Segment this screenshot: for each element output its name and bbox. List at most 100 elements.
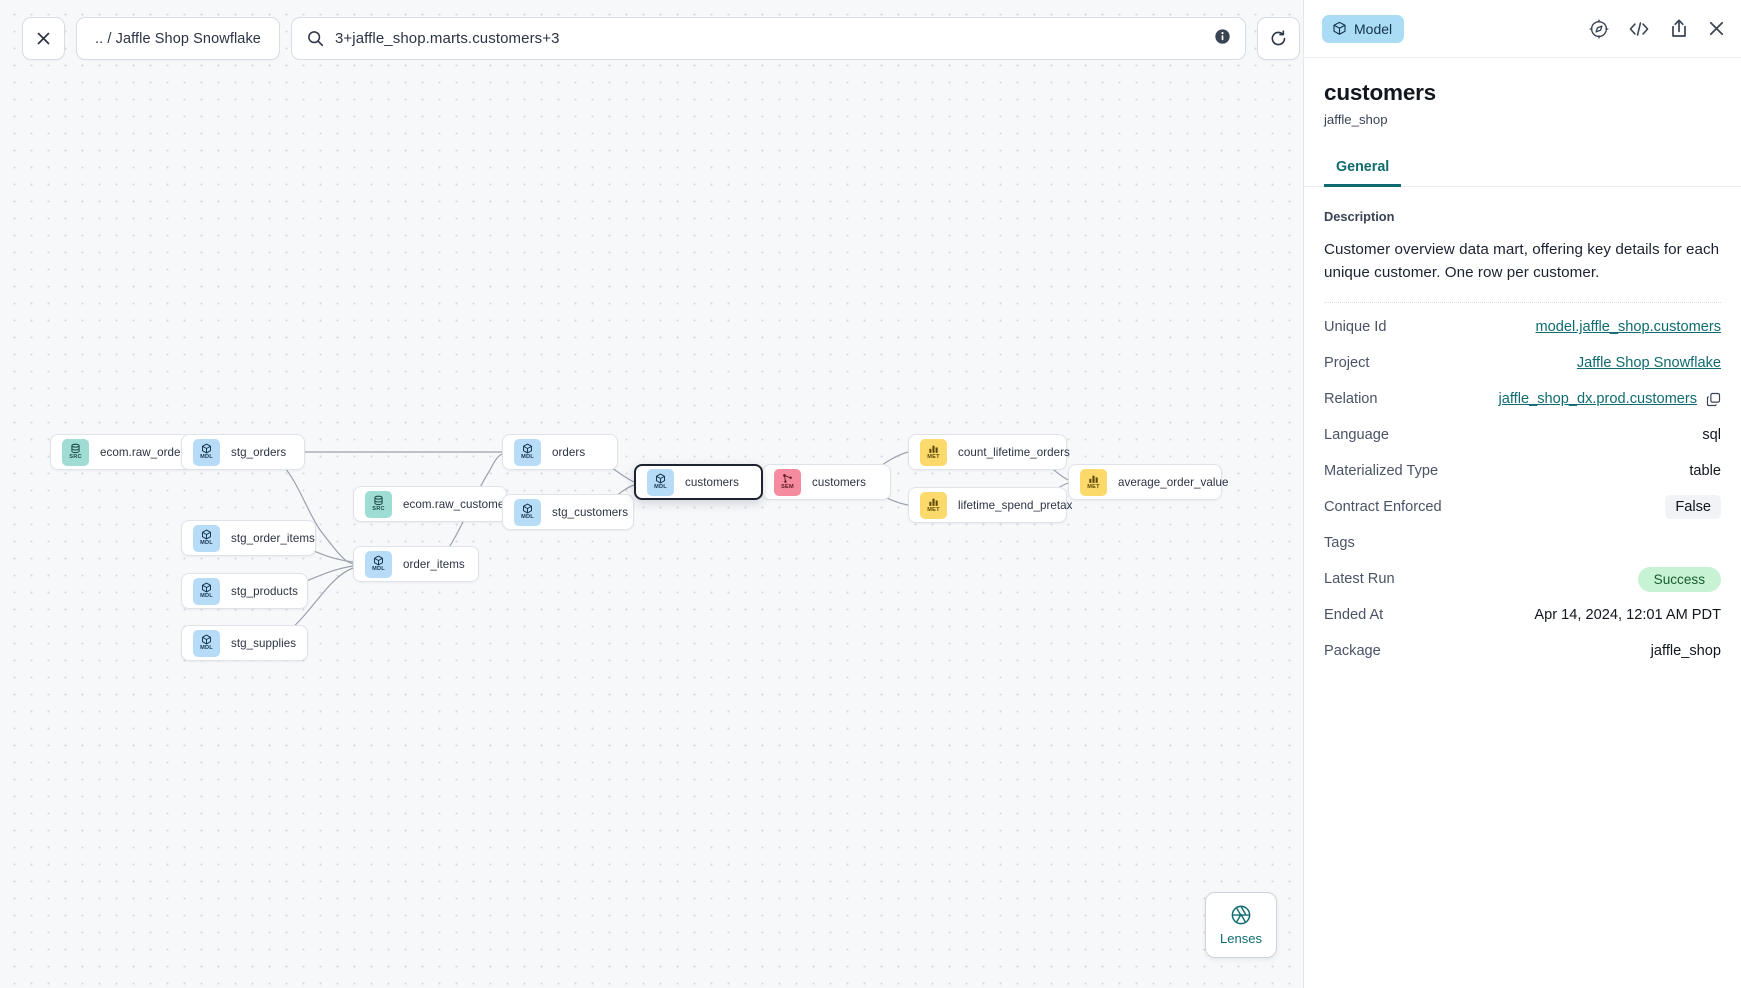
lineage-search[interactable]: 3+jaffle_shop.marts.customers+3 — [290, 17, 1246, 60]
field-value: jaffle_shop — [1650, 643, 1721, 660]
info-icon[interactable] — [1214, 28, 1231, 50]
breadcrumb: .. / Jaffle Shop Snowflake — [95, 30, 261, 47]
node-label: ecom.raw_customers — [403, 497, 515, 511]
refresh-button[interactable] — [1256, 17, 1300, 60]
node-type-badge-mdl-icon: MDL — [193, 524, 220, 552]
lenses-label: Lenses — [1220, 931, 1262, 946]
page-title: customers — [1324, 80, 1436, 105]
node-label: stg_customers — [552, 505, 629, 519]
search-input[interactable]: 3+jaffle_shop.marts.customers+3 — [334, 30, 560, 47]
field-value-wrap: model.jaffle_shop.customers — [1536, 319, 1722, 335]
lineage-node-stg_orders[interactable]: MDL stg_orders — [181, 434, 305, 470]
description-label: Description — [1324, 209, 1395, 224]
node-type-badge-met-icon: MET — [1080, 468, 1107, 496]
node-type-badge-met-icon: MET — [920, 491, 947, 519]
node-label: count_lifetime_orders — [958, 445, 1070, 459]
node-type-badge-src-icon: SRC — [365, 490, 392, 518]
field-value[interactable]: Success — [1637, 566, 1721, 592]
field-value[interactable]: Jaffle Shop Snowflake — [1576, 355, 1721, 372]
page-subtitle: jaffle_shop — [1324, 112, 1388, 127]
panel-title-block: customers jaffle_shop — [1304, 58, 1741, 127]
node-label: order_items — [403, 557, 465, 571]
field-value: Apr 14, 2024, 12:01 AM PDT — [1534, 607, 1721, 624]
node-label: stg_orders — [231, 445, 287, 459]
field-value[interactable]: model.jaffle_shop.customers — [1535, 319, 1722, 336]
close-icon[interactable] — [1708, 20, 1725, 37]
lineage-node-stg_products[interactable]: MDL stg_products — [181, 573, 308, 609]
panel-header: Model — [1304, 0, 1741, 58]
field-row: Relation jaffle_shop_dx.prod.customers — [1324, 381, 1721, 417]
field-key: Tags — [1324, 535, 1355, 552]
node-type-badge-mdl-icon: MDL — [193, 629, 220, 657]
lineage-node-stg_customers[interactable]: MDL stg_customers — [502, 494, 634, 530]
lineage-node-stg_order_items[interactable]: MDL stg_order_items — [181, 520, 316, 556]
field-value-wrap: sql — [1702, 427, 1721, 443]
node-kind-badge[interactable]: Model — [1322, 14, 1405, 43]
canvas-toolbar: .. / Jaffle Shop Snowflake 3+jaffle_shop… — [22, 17, 1300, 60]
node-label: customers — [812, 475, 866, 489]
panel-body: Description Customer overview data mart,… — [1304, 187, 1741, 988]
lineage-node-average_order_value[interactable]: MET average_order_value — [1068, 464, 1228, 500]
field-key: Unique Id — [1324, 319, 1387, 336]
field-value-wrap: Apr 14, 2024, 12:01 AM PDT — [1534, 607, 1721, 623]
field-value-wrap: jaffle_shop — [1651, 643, 1721, 659]
breadcrumb-button[interactable]: .. / Jaffle Shop Snowflake — [76, 17, 280, 60]
node-label: stg_order_items — [231, 531, 315, 545]
lineage-node-order_items[interactable]: MDL order_items — [353, 546, 479, 582]
close-icon — [37, 32, 50, 45]
lineage-node-customers_model[interactable]: MDL customers — [634, 464, 763, 500]
description-text: Customer overview data mart, offering ke… — [1324, 241, 1720, 282]
node-type-badge-src-icon: SRC — [62, 438, 89, 466]
field-value: False — [1665, 495, 1721, 520]
field-row: Tags — [1324, 525, 1721, 561]
node-kind-label: Model — [1354, 20, 1393, 37]
panel-tabs: General — [1304, 153, 1741, 187]
field-value[interactable]: jaffle_shop_dx.prod.customers — [1498, 391, 1697, 408]
lineage-node-stg_supplies[interactable]: MDL stg_supplies — [181, 625, 308, 661]
node-type-badge-met-icon: MET — [920, 438, 947, 466]
lineage-node-customers_semantic[interactable]: SEM customers — [762, 464, 891, 500]
node-type-badge-mdl-icon: MDL — [647, 468, 674, 496]
share-icon[interactable] — [1669, 18, 1689, 39]
lineage-node-count_lifetime_orders[interactable]: MET count_lifetime_orders — [908, 434, 1070, 470]
code-icon[interactable] — [1628, 19, 1650, 39]
field-value-wrap: Success — [1637, 566, 1721, 592]
field-value-wrap: table — [1689, 463, 1721, 479]
explore-icon[interactable] — [1589, 19, 1609, 39]
panel-header-actions — [1589, 18, 1725, 39]
field-row: Package jaffle_shop — [1324, 633, 1721, 669]
node-type-badge-sem-icon: SEM — [774, 468, 801, 496]
node-type-badge-mdl-icon: MDL — [514, 438, 541, 466]
tab-general[interactable]: General — [1324, 153, 1402, 187]
field-key: Relation — [1324, 391, 1378, 408]
search-icon — [308, 31, 324, 47]
node-label: customers — [685, 475, 739, 489]
copy-icon[interactable] — [1706, 392, 1721, 407]
close-lineage-button[interactable] — [22, 17, 65, 60]
divider — [1324, 302, 1721, 304]
node-type-badge-mdl-icon: MDL — [514, 498, 541, 526]
node-label: average_order_value — [1118, 475, 1229, 489]
node-label: stg_supplies — [231, 636, 297, 650]
cube-icon — [1333, 21, 1346, 35]
field-key: Package — [1324, 643, 1381, 660]
node-label: stg_products — [231, 584, 298, 598]
lineage-node-ecom_raw_customers[interactable]: SRC ecom.raw_customers — [353, 486, 514, 522]
lenses-button[interactable]: Lenses — [1205, 892, 1277, 958]
node-type-badge-mdl-icon: MDL — [193, 577, 220, 605]
details-panel: Model — [1303, 0, 1741, 988]
node-type-badge-mdl-icon: MDL — [365, 550, 392, 578]
field-key: Project — [1324, 355, 1370, 372]
field-value-wrap: Jaffle Shop Snowflake — [1577, 355, 1721, 371]
node-type-badge-mdl-icon: MDL — [193, 438, 220, 466]
